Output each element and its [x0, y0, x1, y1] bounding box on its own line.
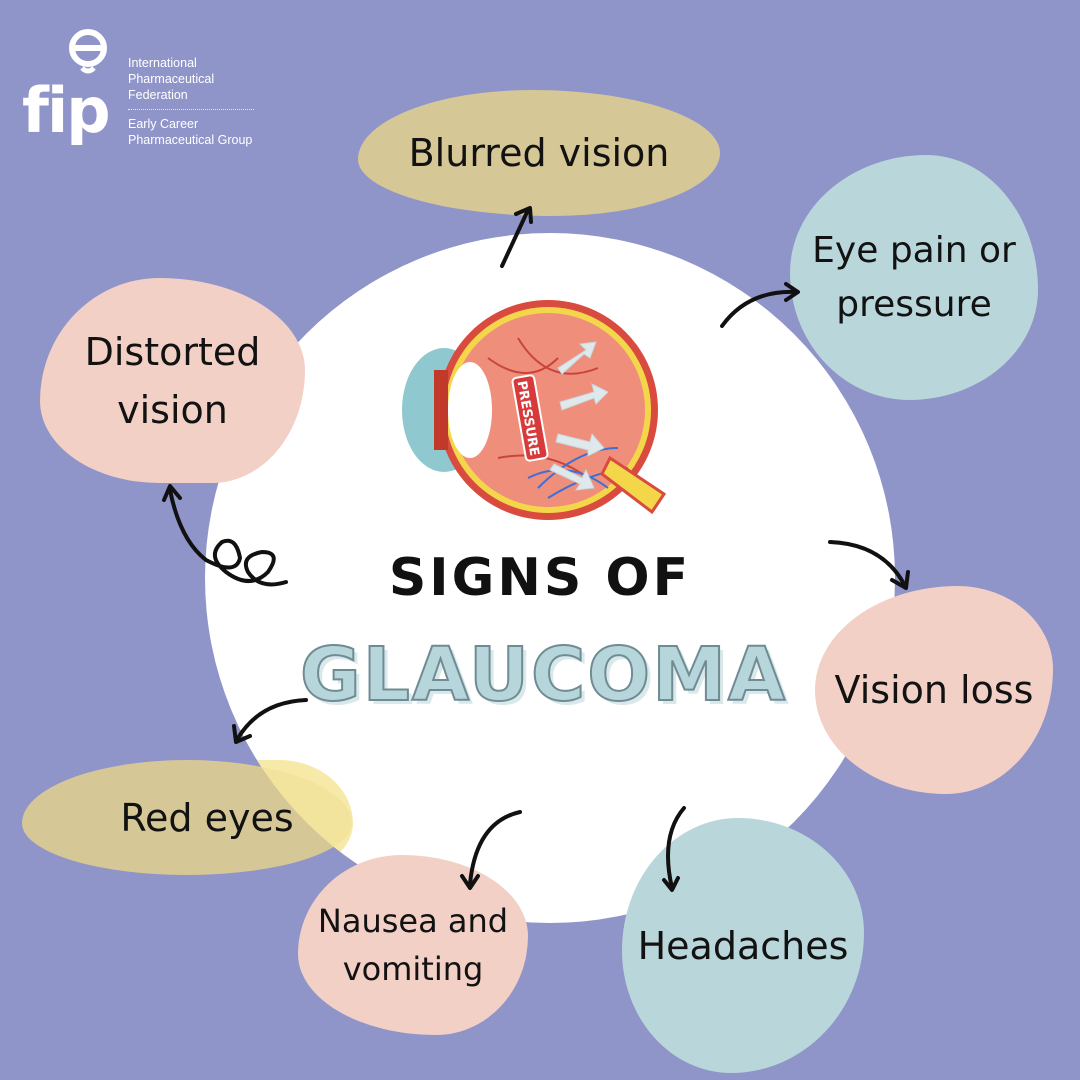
symptom-label: Distorted [84, 329, 261, 374]
logo-line: Early Career [128, 117, 199, 131]
logo-wordmark: fip [22, 74, 111, 147]
logo-divider [128, 109, 254, 110]
symptom-label: Eye pain or [812, 229, 1016, 271]
symptom-label: pressure [836, 283, 992, 325]
symptom-headaches: Headaches [622, 818, 864, 1073]
symptom-distorted-vision: Distorted vision [40, 278, 305, 483]
symptom-label: Vision loss [834, 668, 1034, 712]
symptom-label: Nausea and [317, 902, 509, 940]
symptom-label: vomiting [342, 950, 484, 988]
symptom-blurred-vision: Blurred vision [358, 90, 720, 216]
eye-pressure-illustration: PRESSURE [402, 300, 667, 520]
symptom-nausea: Nausea and vomiting [298, 855, 528, 1035]
symptom-eye-pain: Eye pain or pressure [790, 155, 1038, 400]
fip-emblem-icon [69, 29, 107, 74]
symptom-label: Red eyes [120, 795, 294, 840]
title-signs-of: SIGNS OF [388, 548, 692, 608]
logo-line: Pharmaceutical [128, 72, 215, 86]
symptom-vision-loss: Vision loss [815, 586, 1053, 794]
logo-line: Pharmaceutical Group [128, 133, 253, 147]
fip-logo: fip International Pharmaceutical Federat… [22, 28, 272, 158]
symptom-label: vision [117, 387, 228, 432]
symptom-label: Blurred vision [408, 131, 670, 175]
logo-line: Federation [128, 88, 188, 102]
logo-line: International [128, 56, 197, 70]
symptom-label: Headaches [637, 923, 849, 968]
logo-text: International Pharmaceutical Federation … [128, 55, 254, 148]
title-glaucoma: GLAUCOMA [299, 631, 788, 719]
